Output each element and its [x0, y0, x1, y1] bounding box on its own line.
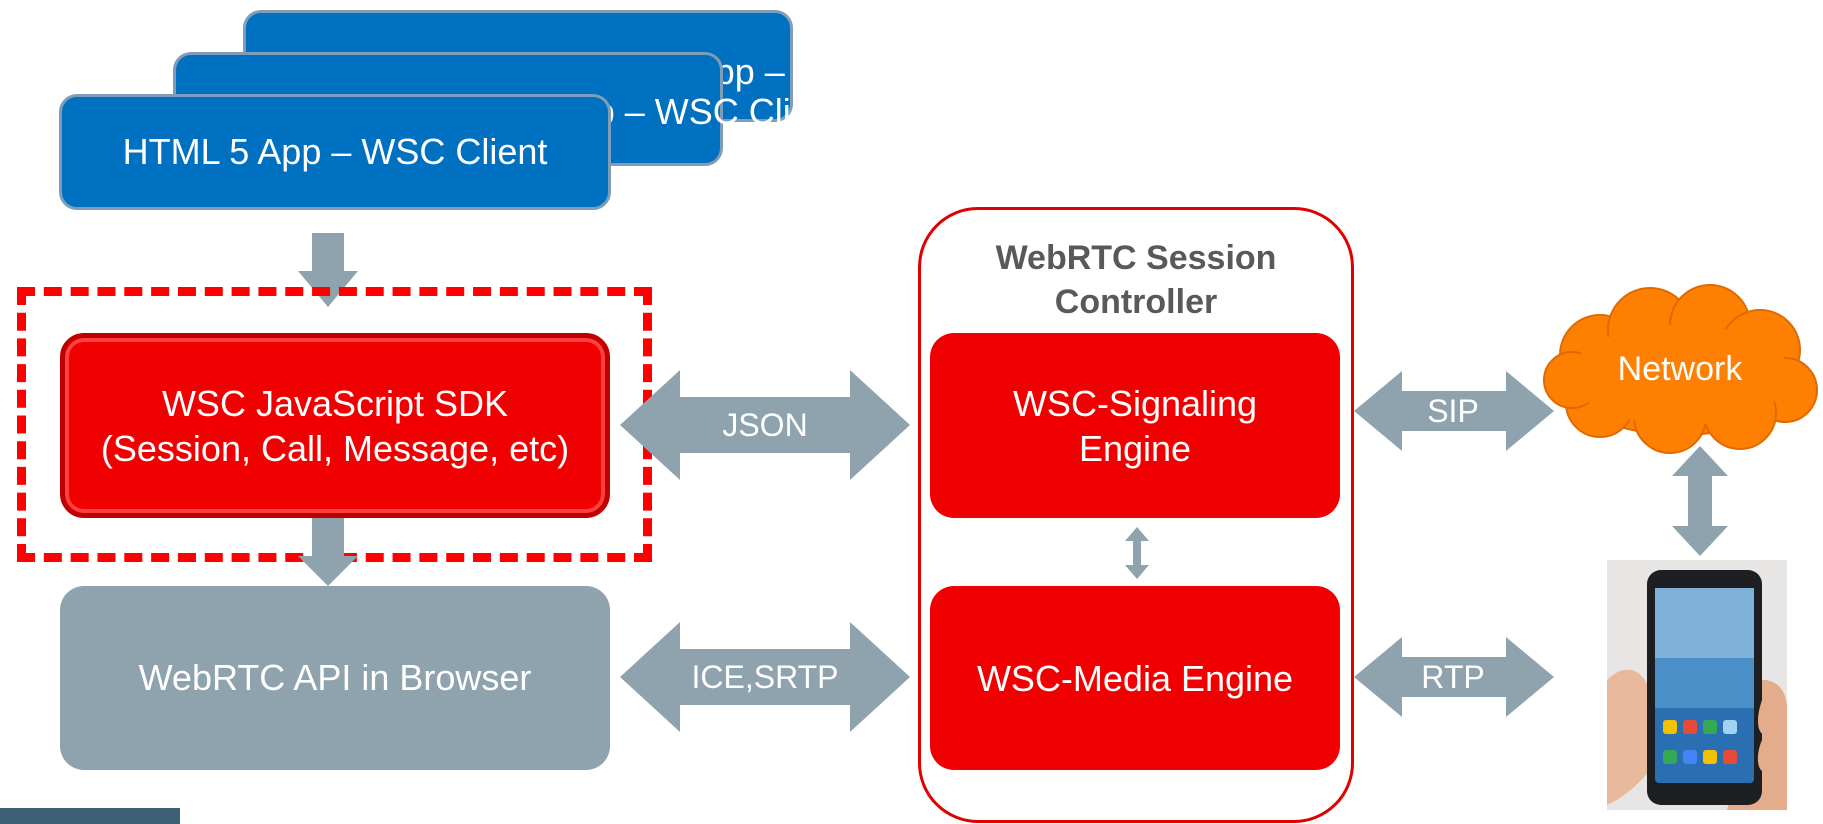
sip-label: SIP: [1427, 392, 1479, 429]
footer-bar: [0, 808, 180, 824]
json-double-arrow: [620, 370, 910, 480]
network-cloud-icon: [1543, 284, 1818, 454]
session-controller-title-line1: WebRTC Session: [995, 239, 1277, 277]
browser-api-box: WebRTC API in Browser: [60, 586, 610, 770]
network-to-phone-arrow: [1672, 446, 1728, 556]
client-box-front-label: HTML 5 App – WSC Client: [122, 131, 548, 172]
session-controller-title-line2: Controller: [1054, 283, 1218, 322]
rtp-double-arrow: [1354, 637, 1554, 717]
ice-srtp-label: ICE,SRTP: [691, 658, 839, 695]
media-engine-box: WSC-Media Engine: [930, 586, 1340, 770]
browser-api-label: WebRTC API in Browser: [138, 657, 532, 698]
sdk-line2: (Session, Call, Message, etc): [100, 427, 570, 469]
smartphone-photo-icon: [1607, 560, 1787, 810]
sip-double-arrow: [1354, 371, 1554, 451]
client-box-front: HTML 5 App – WSC Client: [59, 94, 611, 210]
json-label: JSON: [722, 406, 808, 443]
signaling-engine-line1: WSC-Signaling: [1012, 382, 1258, 424]
network-label: Network: [1617, 350, 1743, 388]
media-engine-label: WSC-Media Engine: [976, 657, 1294, 699]
engine-link-arrow: [1125, 527, 1149, 579]
rtp-label: RTP: [1421, 658, 1485, 695]
ice-srtp-double-arrow: [620, 622, 910, 732]
sdk-to-browser-arrow: [298, 518, 358, 586]
sdk-line1: WSC JavaScript SDK: [161, 382, 509, 424]
sdk-box: WSC JavaScript SDK (Session, Call, Messa…: [60, 333, 610, 518]
signaling-engine-box: WSC-Signaling Engine: [930, 333, 1340, 518]
session-controller-title: WebRTC Session Controller: [918, 236, 1354, 324]
signaling-engine-line2: Engine: [1078, 427, 1192, 469]
